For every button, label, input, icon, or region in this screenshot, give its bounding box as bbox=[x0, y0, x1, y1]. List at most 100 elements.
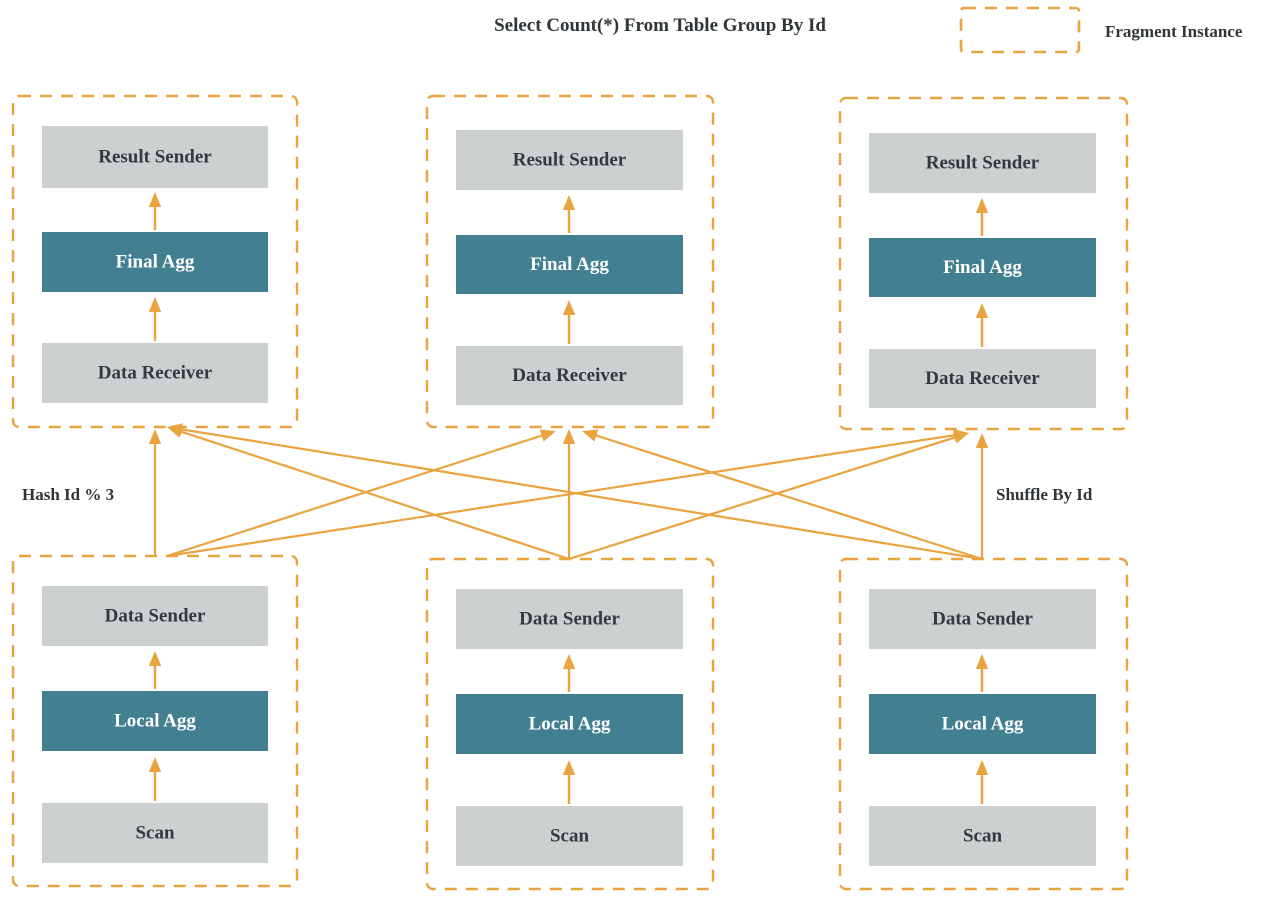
upper-fragment-2-border bbox=[425, 94, 715, 429]
operator-result-sender-box[interactable] bbox=[456, 130, 683, 190]
arrow-local-agg-to-data-sender-head-icon bbox=[562, 654, 576, 669]
operator-final-agg[interactable]: Final Agg bbox=[42, 232, 268, 292]
operator-local-agg[interactable]: Local Agg bbox=[869, 694, 1096, 754]
operator-final-agg-label: Final Agg bbox=[943, 257, 1022, 278]
operator-scan-label: Scan bbox=[135, 822, 175, 843]
operator-scan-box[interactable] bbox=[42, 803, 268, 863]
arrow-local-agg-to-data-sender bbox=[562, 654, 576, 692]
operator-data-receiver[interactable]: Data Receiver bbox=[456, 346, 683, 405]
operator-data-receiver-label: Data Receiver bbox=[512, 365, 627, 386]
arrow-data-receiver-to-final-agg-head-icon bbox=[148, 297, 162, 312]
operator-result-sender-box[interactable] bbox=[42, 126, 268, 188]
operator-local-agg-label: Local Agg bbox=[114, 710, 196, 731]
operator-scan[interactable]: Scan bbox=[42, 803, 268, 863]
operator-result-sender-box[interactable] bbox=[869, 133, 1096, 193]
shuffle-3-to-2-line bbox=[592, 433, 983, 561]
arrow-data-receiver-to-final-agg-head-icon bbox=[562, 300, 576, 315]
operator-local-agg[interactable]: Local Agg bbox=[42, 691, 268, 751]
operator-result-sender[interactable]: Result Sender bbox=[456, 130, 683, 190]
hash-partition-label: Hash Id % 3 bbox=[22, 485, 114, 504]
arrow-scan-to-local-agg bbox=[148, 757, 162, 801]
fragment-instance-swatch-icon bbox=[959, 6, 1081, 54]
arrow-data-receiver-to-final-agg-head-icon bbox=[975, 303, 989, 318]
arrow-local-agg-to-data-sender-head-icon bbox=[148, 651, 162, 666]
shuffle-label: Shuffle By Id bbox=[996, 485, 1093, 504]
operator-result-sender[interactable]: Result Sender bbox=[869, 133, 1096, 193]
operator-data-receiver-box[interactable] bbox=[869, 349, 1096, 408]
operator-final-agg-box[interactable] bbox=[456, 235, 683, 294]
operator-data-sender-label: Data Sender bbox=[932, 608, 1033, 629]
shuffle-1-to-2-head-icon bbox=[539, 429, 556, 442]
operator-result-sender-label: Result Sender bbox=[926, 152, 1040, 173]
shuffle-2-to-3 bbox=[568, 431, 969, 561]
shuffle-3-to-2 bbox=[582, 429, 983, 561]
arrow-scan-to-local-agg bbox=[562, 760, 576, 804]
arrow-local-agg-to-data-sender bbox=[975, 654, 989, 692]
operator-data-sender[interactable]: Data Sender bbox=[42, 586, 268, 646]
operator-scan-box[interactable] bbox=[869, 806, 1096, 866]
operator-data-sender[interactable]: Data Sender bbox=[456, 589, 683, 649]
shuffle-3-to-3-head-icon bbox=[975, 433, 989, 448]
shuffle-2-to-3-head-icon bbox=[952, 431, 969, 444]
shuffle-2-to-3-line bbox=[568, 435, 959, 561]
arrow-scan-to-local-agg-head-icon bbox=[975, 760, 989, 775]
operator-data-receiver[interactable]: Data Receiver bbox=[42, 343, 268, 403]
arrow-scan-to-local-agg-head-icon bbox=[148, 757, 162, 772]
operator-local-agg[interactable]: Local Agg bbox=[456, 694, 683, 754]
lower-fragment-1-border bbox=[11, 554, 299, 888]
shuffle-edge-layer bbox=[148, 423, 989, 561]
shuffle-3-to-3 bbox=[975, 433, 989, 559]
upper-fragment-3-border bbox=[838, 96, 1129, 431]
shuffle-1-to-2 bbox=[166, 429, 556, 558]
arrow-final-agg-to-result-sender bbox=[975, 198, 989, 236]
shuffle-2-to-2-head-icon bbox=[562, 429, 576, 444]
arrow-data-receiver-to-final-agg bbox=[562, 300, 576, 344]
operator-data-receiver-box[interactable] bbox=[456, 346, 683, 405]
operator-local-agg-box[interactable] bbox=[42, 691, 268, 751]
arrow-final-agg-to-result-sender-head-icon bbox=[975, 198, 989, 213]
operator-scan[interactable]: Scan bbox=[869, 806, 1096, 866]
operator-local-agg-box[interactable] bbox=[869, 694, 1096, 754]
operator-scan-label: Scan bbox=[963, 825, 1003, 846]
upper-fragment-1-border bbox=[11, 94, 299, 429]
operator-data-sender-box[interactable] bbox=[42, 586, 268, 646]
arrow-data-receiver-to-final-agg bbox=[975, 303, 989, 347]
operator-scan-box[interactable] bbox=[456, 806, 683, 866]
operator-data-sender-box[interactable] bbox=[456, 589, 683, 649]
operator-final-agg-box[interactable] bbox=[869, 238, 1096, 297]
operator-result-sender[interactable]: Result Sender bbox=[42, 126, 268, 188]
shuffle-1-to-2-line bbox=[166, 433, 546, 558]
lower-fragment-3-border bbox=[838, 557, 1129, 891]
operator-local-agg-label: Local Agg bbox=[529, 713, 611, 734]
operator-final-agg[interactable]: Final Agg bbox=[456, 235, 683, 294]
legend-label: Fragment Instance bbox=[1105, 22, 1243, 41]
operator-final-agg-box[interactable] bbox=[42, 232, 268, 292]
operator-final-agg-label: Final Agg bbox=[116, 251, 195, 272]
operator-data-receiver-box[interactable] bbox=[42, 343, 268, 403]
shuffle-3-to-2-head-icon bbox=[582, 429, 599, 442]
operator-data-receiver-label: Data Receiver bbox=[98, 362, 213, 383]
operator-scan[interactable]: Scan bbox=[456, 806, 683, 866]
operator-final-agg-label: Final Agg bbox=[530, 254, 609, 275]
operator-data-receiver[interactable]: Data Receiver bbox=[869, 349, 1096, 408]
operator-result-sender-label: Result Sender bbox=[98, 146, 212, 167]
operator-data-sender-box[interactable] bbox=[869, 589, 1096, 649]
shuffle-1-to-1 bbox=[148, 429, 162, 556]
legend: Fragment Instance bbox=[959, 6, 1243, 54]
arrow-local-agg-to-data-sender-head-icon bbox=[975, 654, 989, 669]
operator-local-agg-box[interactable] bbox=[456, 694, 683, 754]
operator-data-sender[interactable]: Data Sender bbox=[869, 589, 1096, 649]
shuffle-3-to-1-line bbox=[177, 427, 983, 561]
shuffle-1-to-1-head-icon bbox=[148, 429, 162, 444]
operator-final-agg[interactable]: Final Agg bbox=[869, 238, 1096, 297]
arrow-data-receiver-to-final-agg bbox=[148, 297, 162, 341]
